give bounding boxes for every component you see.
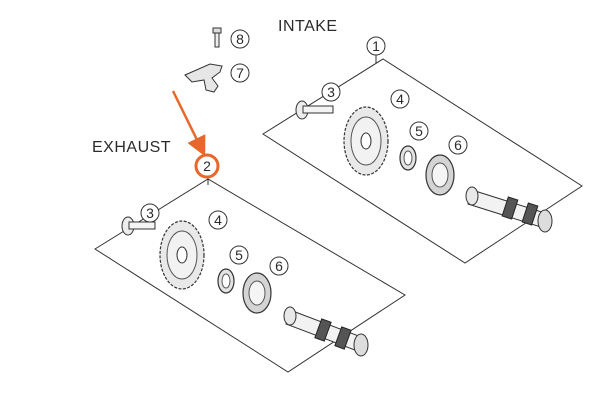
callout-5-intake: 5: [415, 123, 423, 139]
callout-3-intake: 3: [327, 84, 335, 100]
exhaust-bearing-part-6: [242, 272, 272, 314]
intake-group-frame: [262, 58, 583, 264]
exhaust-camshaft: [283, 306, 369, 357]
callout-4-exhaust: 4: [214, 212, 222, 228]
exhaust-label: EXHAUST: [92, 139, 171, 156]
exhaust-group-frame: [94, 178, 406, 373]
callout-3-exhaust: 3: [146, 205, 154, 221]
callout-6-exhaust: 6: [275, 258, 283, 274]
callout-circles: [140, 29, 468, 276]
intake-ring-part-5: [399, 145, 417, 171]
intake-sprocket-part-4: [343, 106, 389, 176]
callout-7: 7: [236, 65, 244, 81]
exhaust-sprocket-part-4: [159, 220, 205, 290]
intake-group: [262, 51, 583, 264]
callout-4-intake: 4: [396, 91, 404, 107]
exhaust-group: [94, 176, 406, 373]
intake-camshaft: [465, 186, 553, 233]
callout-5-exhaust: 5: [235, 247, 243, 263]
intake-bearing-part-6: [425, 154, 455, 196]
highlight-ring: [194, 153, 220, 179]
exhaust-ring-part-5: [217, 268, 235, 294]
bolt-part-8: [212, 27, 222, 48]
highlight-arrow: [171, 90, 206, 157]
intake-washer-part-3: [295, 100, 334, 120]
intake-label: INTAKE: [278, 18, 338, 35]
bracket-part-7: [184, 63, 223, 93]
callout-8: 8: [236, 31, 244, 47]
callout-6-intake: 6: [454, 137, 462, 153]
exhaust-washer-part-3: [121, 216, 156, 236]
callout-2: 2: [203, 158, 211, 174]
callout-1: 1: [372, 38, 380, 54]
